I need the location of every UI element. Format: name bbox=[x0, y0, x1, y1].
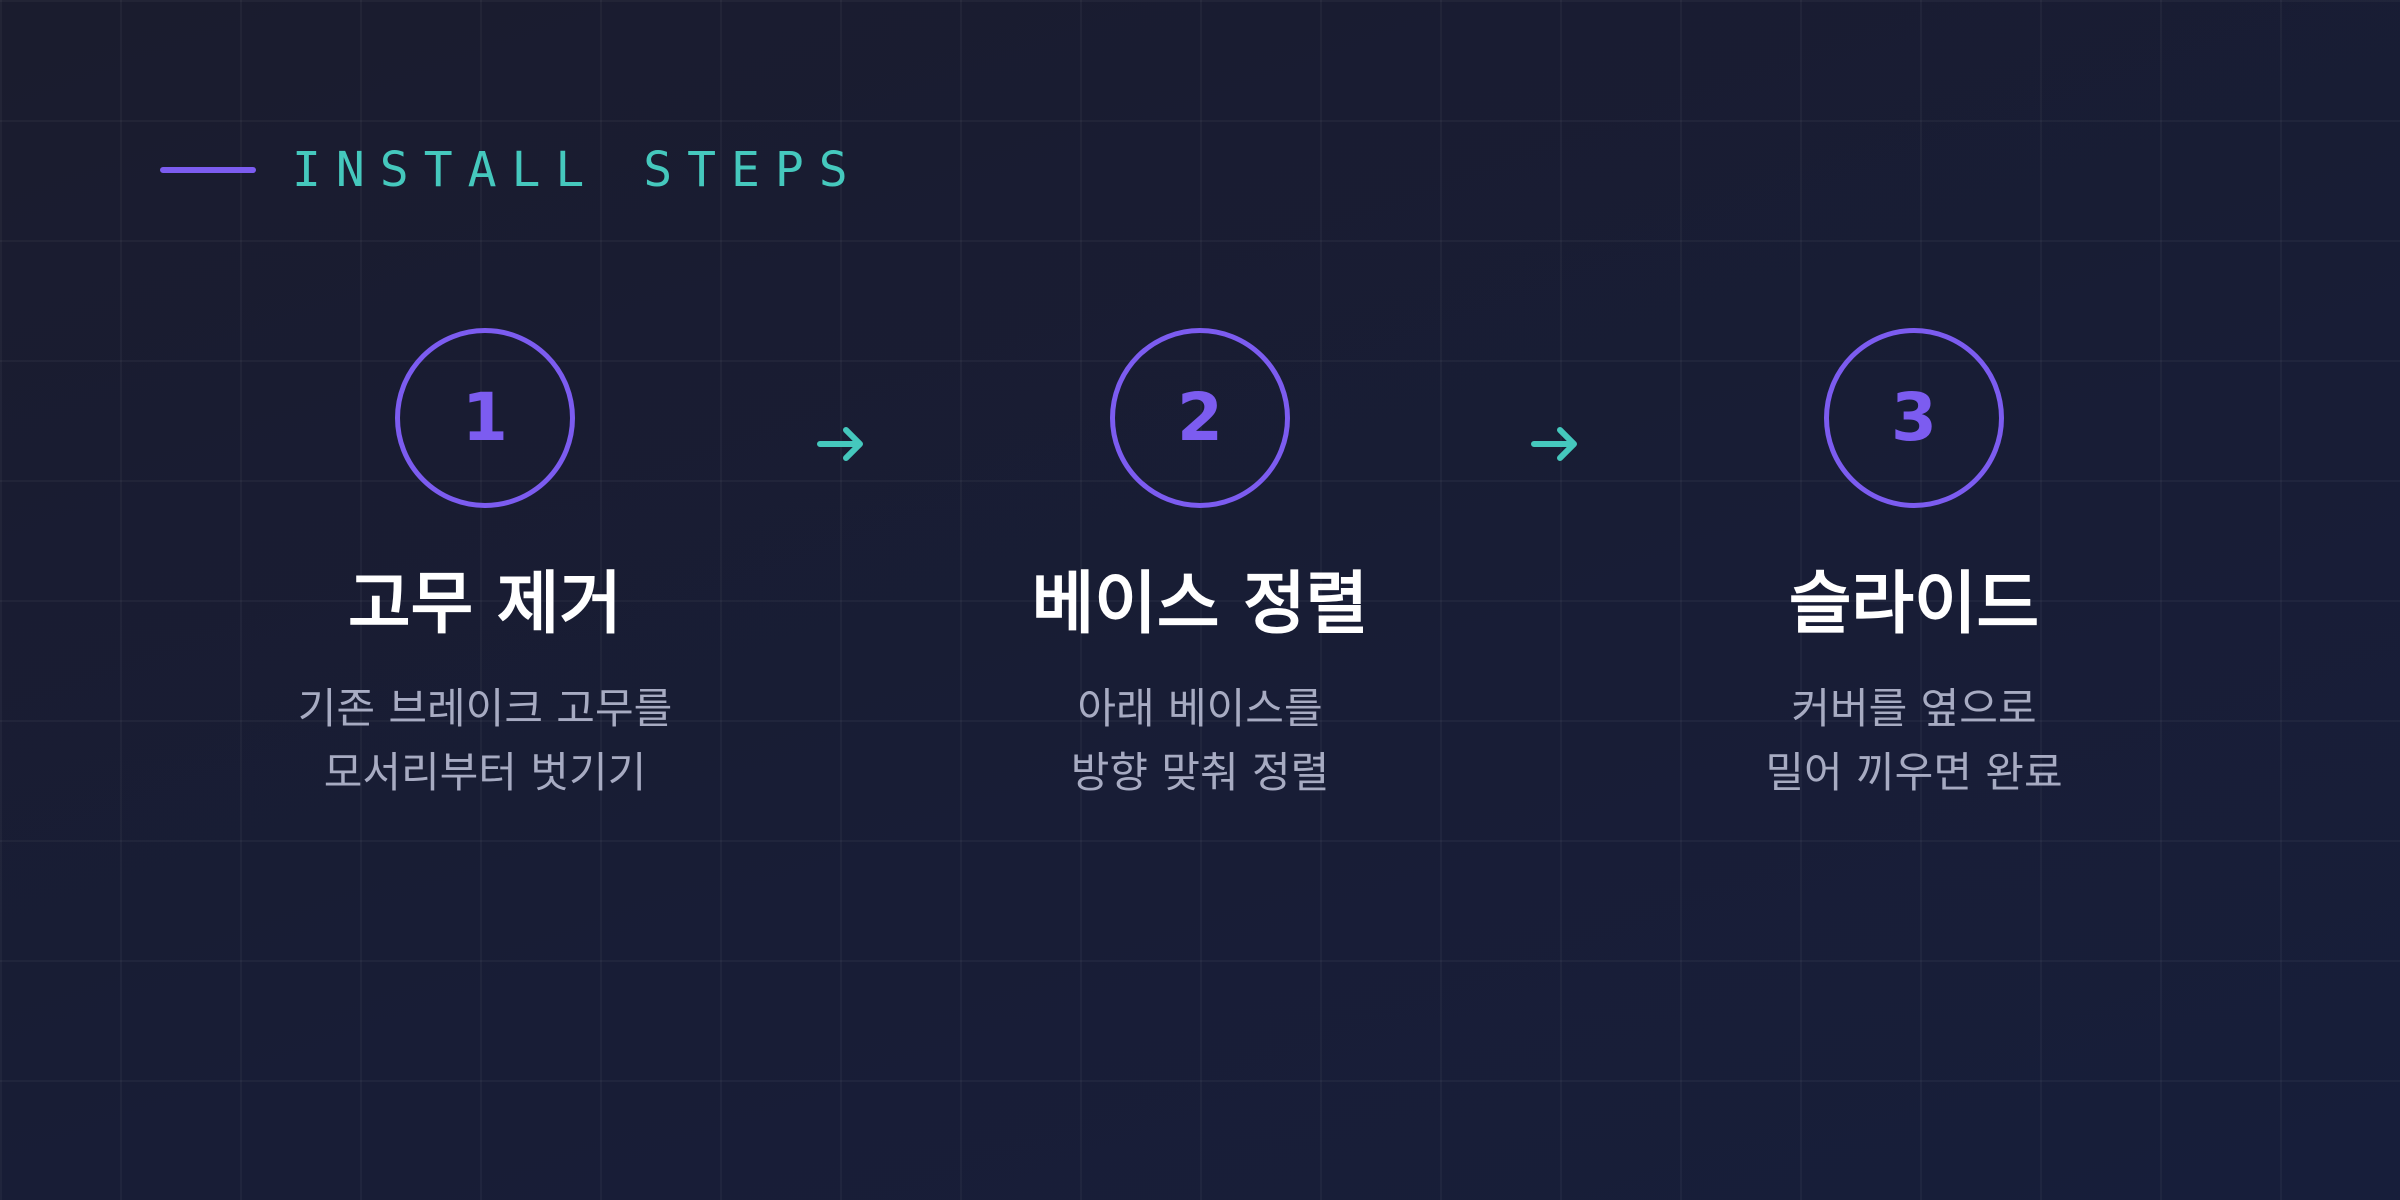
step-description-line: 밀어 끼우면 완료 bbox=[1765, 747, 2063, 797]
step-description: 커버를 옆으로 밀어 끼우면 완료 bbox=[1765, 677, 2062, 805]
step-title: 슬라이드 bbox=[1788, 565, 2040, 644]
step-title: 베이스 정렬 bbox=[1031, 565, 1369, 644]
step-description: 아래 베이스를 방향 맞춰 정렬 bbox=[1071, 677, 1330, 805]
step-number-circle: 1 bbox=[395, 328, 575, 508]
step-description-line: 기존 브레이크 고무를 bbox=[297, 683, 673, 733]
step-title: 고무 제거 bbox=[348, 565, 622, 644]
eyebrow-accent-line bbox=[160, 167, 256, 173]
step-description-line: 커버를 옆으로 bbox=[1791, 683, 2037, 733]
step-description-line: 방향 맞춰 정렬 bbox=[1070, 747, 1330, 797]
step-description-line: 모서리부터 벗기기 bbox=[323, 747, 647, 797]
step-card-2: 2 베이스 정렬 아래 베이스를 방향 맞춰 정렬 bbox=[920, 328, 1480, 805]
step-card-3: 3 슬라이드 커버를 옆으로 밀어 끼우면 완료 bbox=[1634, 328, 2194, 805]
step-description-line: 아래 베이스를 bbox=[1077, 683, 1323, 733]
step-description: 기존 브레이크 고무를 모서리부터 벗기기 bbox=[298, 677, 672, 805]
step-number-circle: 2 bbox=[1110, 328, 1290, 508]
section-eyebrow: INSTALL STEPS bbox=[160, 140, 863, 200]
step-card-1: 1 고무 제거 기존 브레이크 고무를 모서리부터 벗기기 bbox=[205, 328, 765, 805]
arrow-right-icon bbox=[817, 427, 863, 461]
arrow-right-icon bbox=[1531, 427, 1577, 461]
step-number: 2 bbox=[1177, 379, 1223, 456]
step-number-circle: 3 bbox=[1824, 328, 2004, 508]
step-number: 3 bbox=[1891, 379, 1937, 456]
step-number: 1 bbox=[462, 379, 508, 456]
section-label: INSTALL STEPS bbox=[292, 142, 863, 198]
